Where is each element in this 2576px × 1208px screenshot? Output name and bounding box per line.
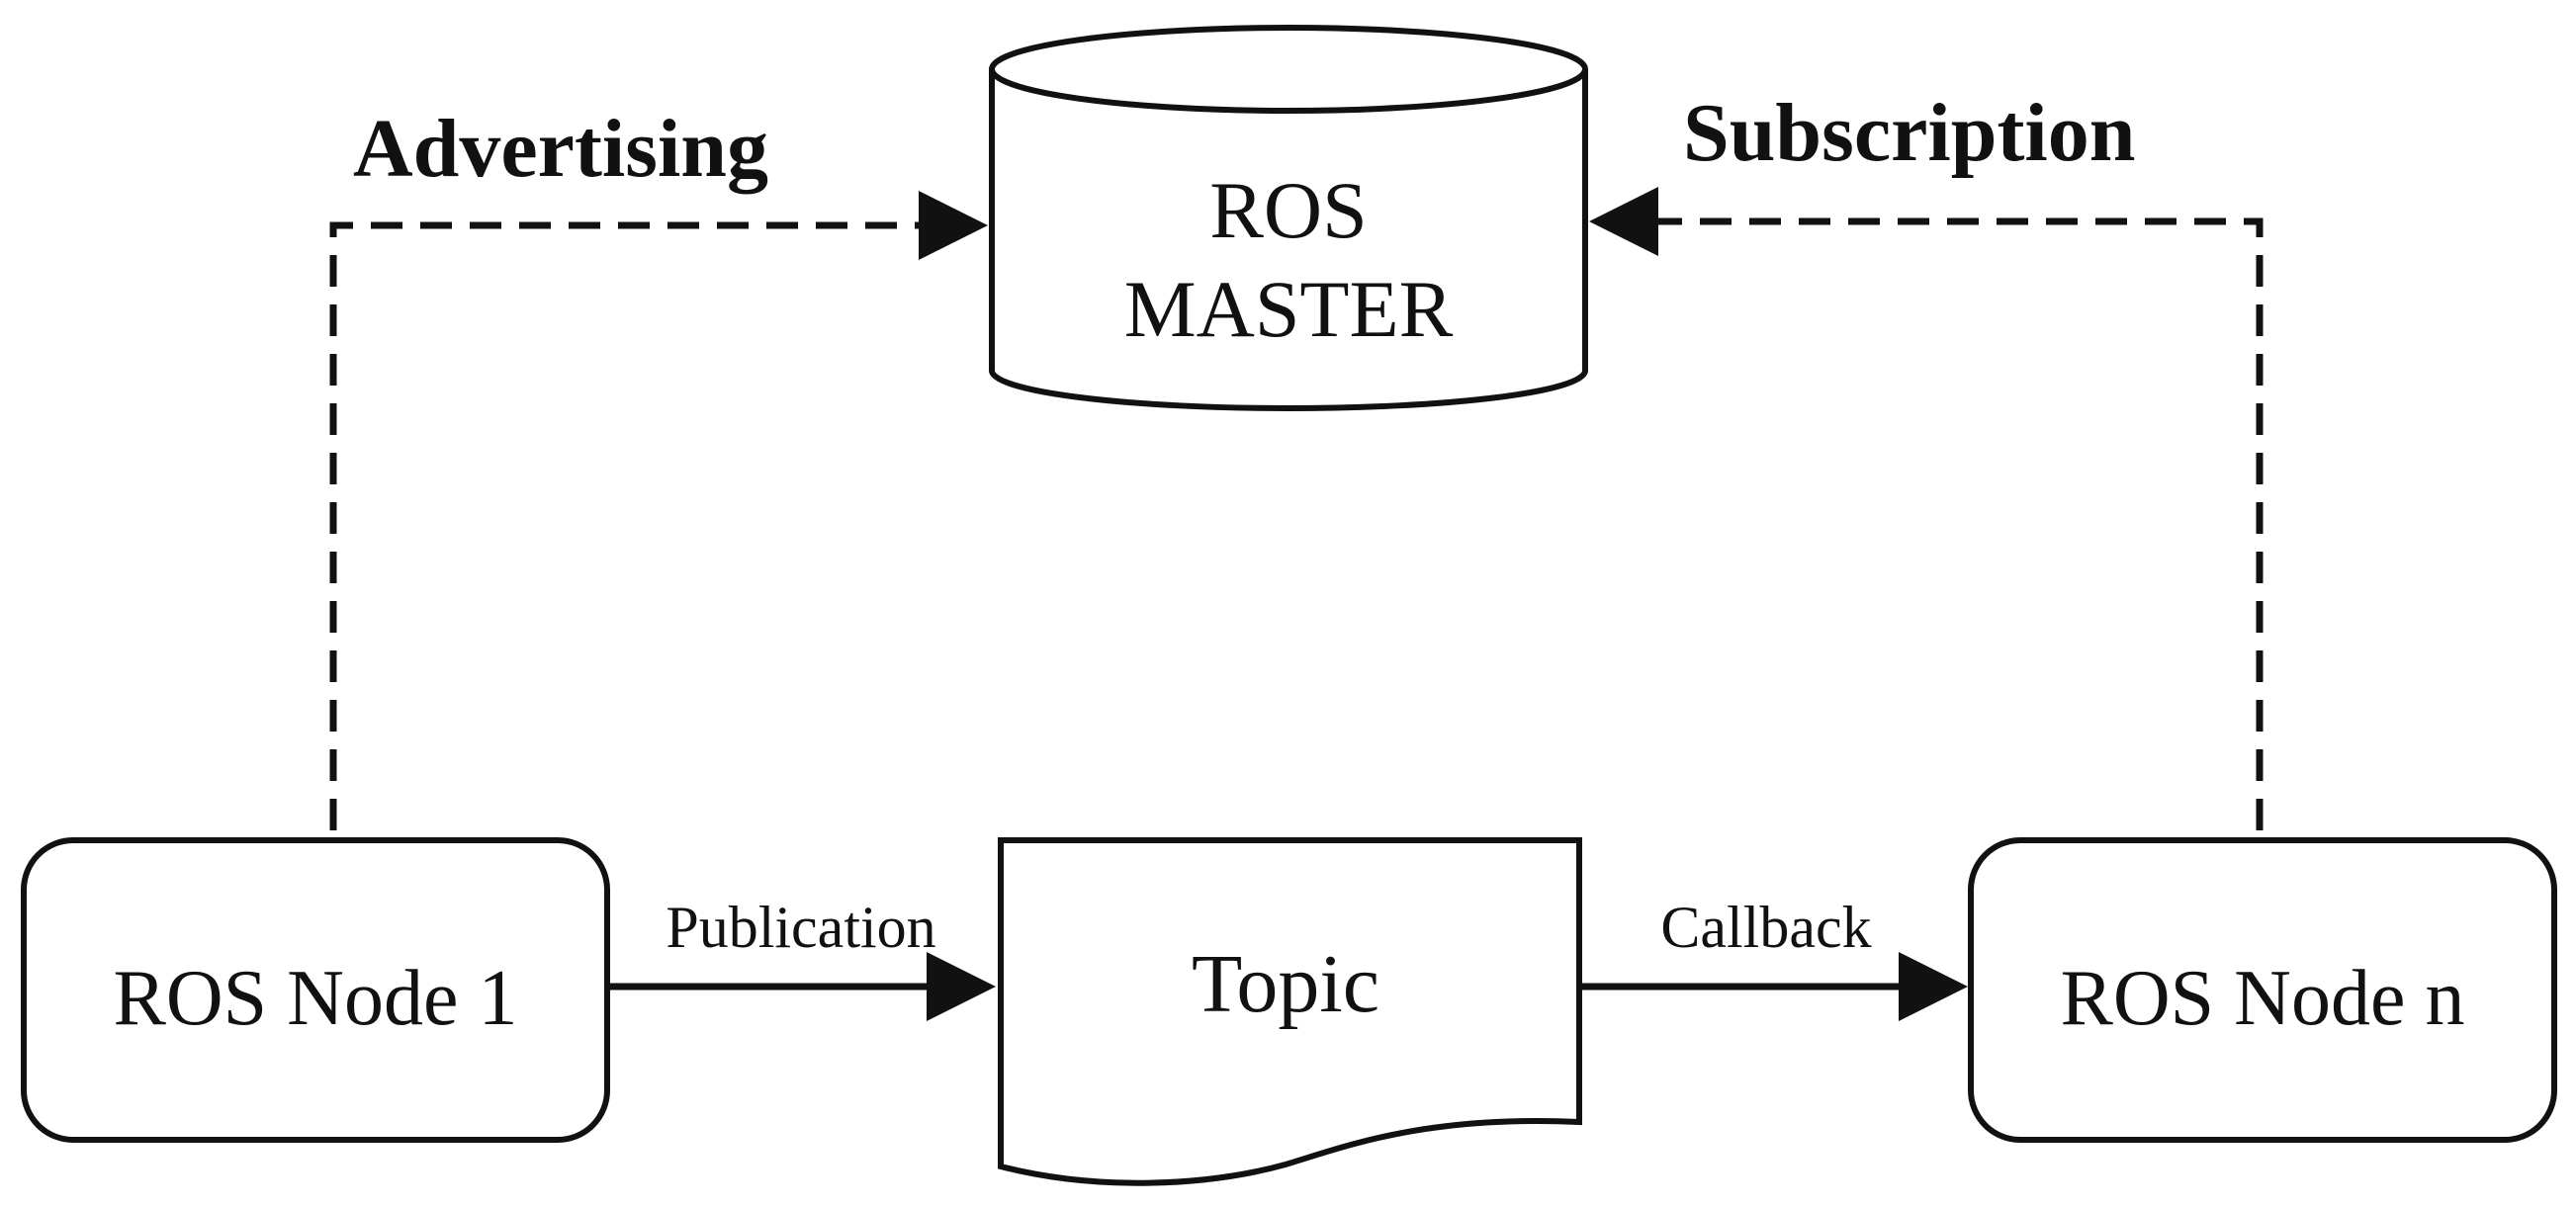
subscription-connector	[1589, 187, 2264, 830]
ros-master-label-line2: MASTER	[1124, 264, 1454, 354]
ros-node-n: ROS Node n	[1968, 837, 2557, 1143]
ros-node-1: ROS Node 1	[21, 837, 610, 1143]
advertising-connector	[329, 191, 988, 830]
publication-label: Publication	[666, 895, 935, 960]
ros-master-database: ROS MASTER	[989, 25, 1588, 411]
ros-master-label-line1: ROS	[1209, 165, 1368, 255]
ros-node-1-label: ROS Node 1	[114, 955, 518, 1042]
callback-label: Callback	[1660, 895, 1871, 960]
advertising-label: Advertising	[353, 103, 768, 195]
ros-node-n-label: ROS Node n	[2061, 955, 2465, 1042]
topic-document: Topic	[998, 837, 1582, 1186]
topic-label: Topic	[1192, 938, 1379, 1030]
subscription-label: Subscription	[1683, 87, 2136, 179]
